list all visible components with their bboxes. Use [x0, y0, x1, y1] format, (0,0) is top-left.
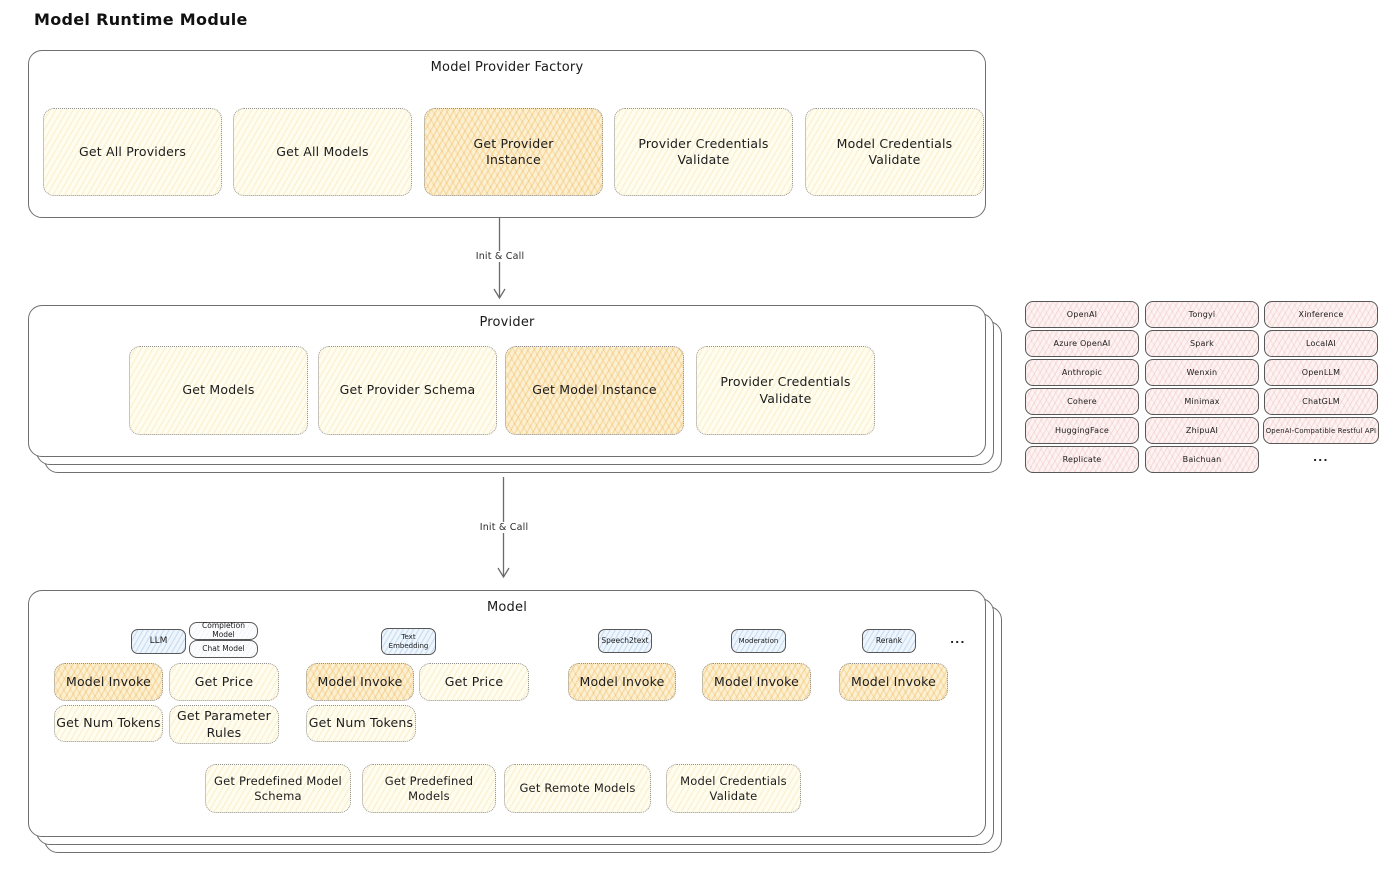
provider-item-cohere: Cohere	[1025, 388, 1139, 415]
text-embedding-get-price: Get Price	[419, 663, 529, 701]
text-embedding-get-num-tokens: Get Num Tokens	[306, 705, 416, 742]
provider-box-get-model-instance: Get Model Instance	[505, 346, 684, 435]
provider-item-replicate: Replicate	[1025, 446, 1139, 473]
model-type-chip-chat-model: Chat Model	[189, 640, 258, 658]
model-type-chip-completion-model: Completion Model	[189, 622, 258, 640]
provider-box-get-provider-schema: Get Provider Schema	[318, 346, 497, 435]
factory-container: Model Provider Factory Get All Providers…	[28, 50, 986, 218]
model-types-more: ...	[950, 633, 966, 646]
provider-item-baichuan: Baichuan	[1145, 446, 1259, 473]
llm-get-parameter-rules: Get Parameter Rules	[169, 705, 279, 744]
model-type-chip-llm: LLM	[131, 629, 186, 654]
model-box-get-predefined-models: Get Predefined Models	[362, 764, 496, 813]
provider-item-openai: OpenAI	[1025, 301, 1139, 328]
text-embedding-model-invoke: Model Invoke	[306, 663, 414, 701]
factory-box-provider-credentials-validate: Provider Credentials Validate	[614, 108, 793, 196]
provider-item-tongyi: Tongyi	[1145, 301, 1259, 328]
model-type-chip-speech2text: Speech2text	[598, 629, 652, 653]
provider-item-minimax: Minimax	[1145, 388, 1259, 415]
moderation-model-invoke: Model Invoke	[702, 663, 811, 701]
factory-box-get-all-providers: Get All Providers	[43, 108, 222, 196]
provider-container: Provider Get Models Get Provider Schema …	[28, 305, 986, 457]
model-container: Model LLM Completion Model Chat Model Te…	[28, 590, 986, 837]
llm-get-num-tokens: Get Num Tokens	[54, 705, 163, 742]
provider-item-openai-compatible: OpenAI-Compatible Restful API	[1263, 417, 1379, 444]
provider-item-openllm: OpenLLM	[1264, 359, 1378, 386]
model-type-chip-text-embedding: Text Embedding	[381, 628, 436, 655]
model-title: Model	[486, 600, 528, 615]
provider-box-get-models: Get Models	[129, 346, 308, 435]
provider-item-spark: Spark	[1145, 330, 1259, 357]
factory-box-model-credentials-validate: Model Credentials Validate	[805, 108, 984, 196]
model-box-get-remote-models: Get Remote Models	[504, 764, 651, 813]
init-call-label-2: Init & Call	[475, 522, 533, 533]
provider-item-wenxin: Wenxin	[1145, 359, 1259, 386]
page-title: Model Runtime Module	[34, 10, 248, 29]
provider-box-provider-credentials-validate: Provider Credentials Validate	[696, 346, 875, 435]
speech2text-model-invoke: Model Invoke	[568, 663, 676, 701]
provider-item-chatglm: ChatGLM	[1264, 388, 1378, 415]
model-box-model-credentials-validate: Model Credentials Validate	[666, 764, 801, 813]
model-type-chip-rerank: Rerank	[862, 629, 916, 653]
factory-box-get-all-models: Get All Models	[233, 108, 412, 196]
provider-item-anthropic: Anthropic	[1025, 359, 1139, 386]
provider-list-more: ...	[1313, 451, 1329, 464]
init-call-label-1: Init & Call	[471, 251, 529, 262]
provider-item-localai: LocalAI	[1264, 330, 1378, 357]
provider-item-huggingface: HuggingFace	[1025, 417, 1139, 444]
llm-get-price: Get Price	[169, 663, 279, 701]
model-type-chip-moderation: Moderation	[731, 629, 786, 653]
factory-box-get-provider-instance: Get Provider Instance	[424, 108, 603, 196]
provider-item-xinference: Xinference	[1264, 301, 1378, 328]
provider-item-zhipuai: ZhipuAI	[1145, 417, 1259, 444]
provider-title: Provider	[479, 315, 535, 330]
factory-title: Model Provider Factory	[430, 60, 584, 75]
provider-item-azure-openai: Azure OpenAI	[1025, 330, 1139, 357]
rerank-model-invoke: Model Invoke	[839, 663, 948, 701]
llm-model-invoke: Model Invoke	[54, 663, 163, 701]
model-box-get-predefined-model-schema: Get Predefined Model Schema	[205, 764, 351, 813]
